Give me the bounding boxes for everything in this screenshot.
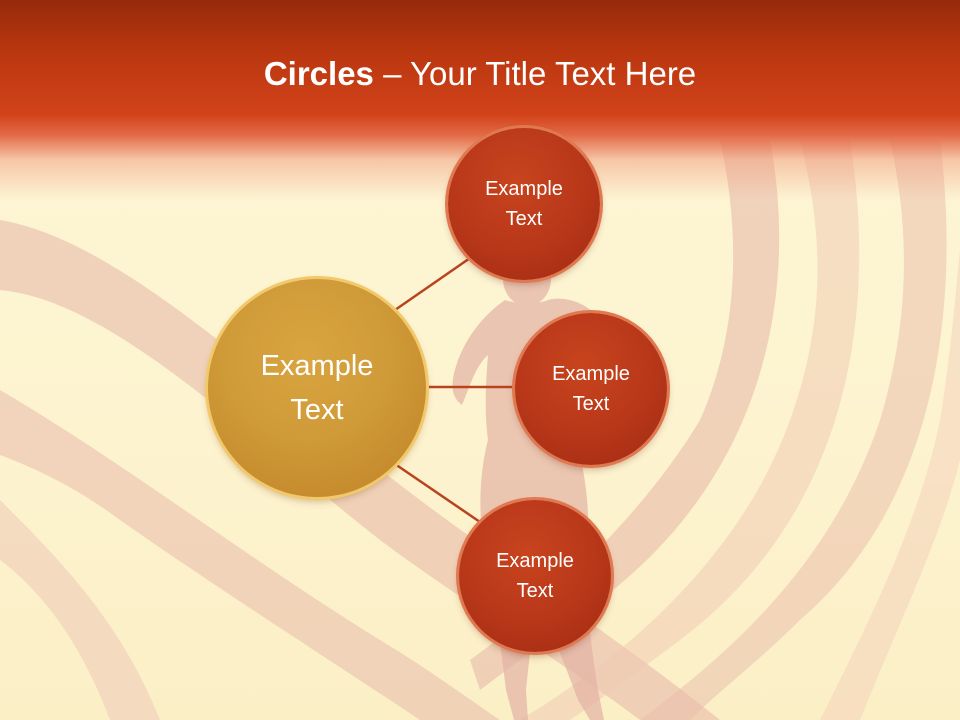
center-circle[interactable]: Example Text [208,279,426,497]
node-circle-middle[interactable]: Example Text [515,313,667,465]
node-circle-label: Example Text [552,363,630,415]
node-circle-bottom[interactable]: Example Text [459,500,611,652]
node-circle-label: Example Text [485,178,563,230]
slide-title: Circles – Your Title Text Here [0,52,960,96]
node-circle-label: Example Text [496,550,574,602]
node-circle-top[interactable]: Example Text [448,128,600,280]
connector-line-bottom [394,462,481,524]
connector-line-top [394,254,474,312]
title-bold-part: Circles [263,55,374,92]
title-rest-part: – Your Title Text Here [373,55,697,92]
center-circle-label: Example Text [260,350,374,426]
